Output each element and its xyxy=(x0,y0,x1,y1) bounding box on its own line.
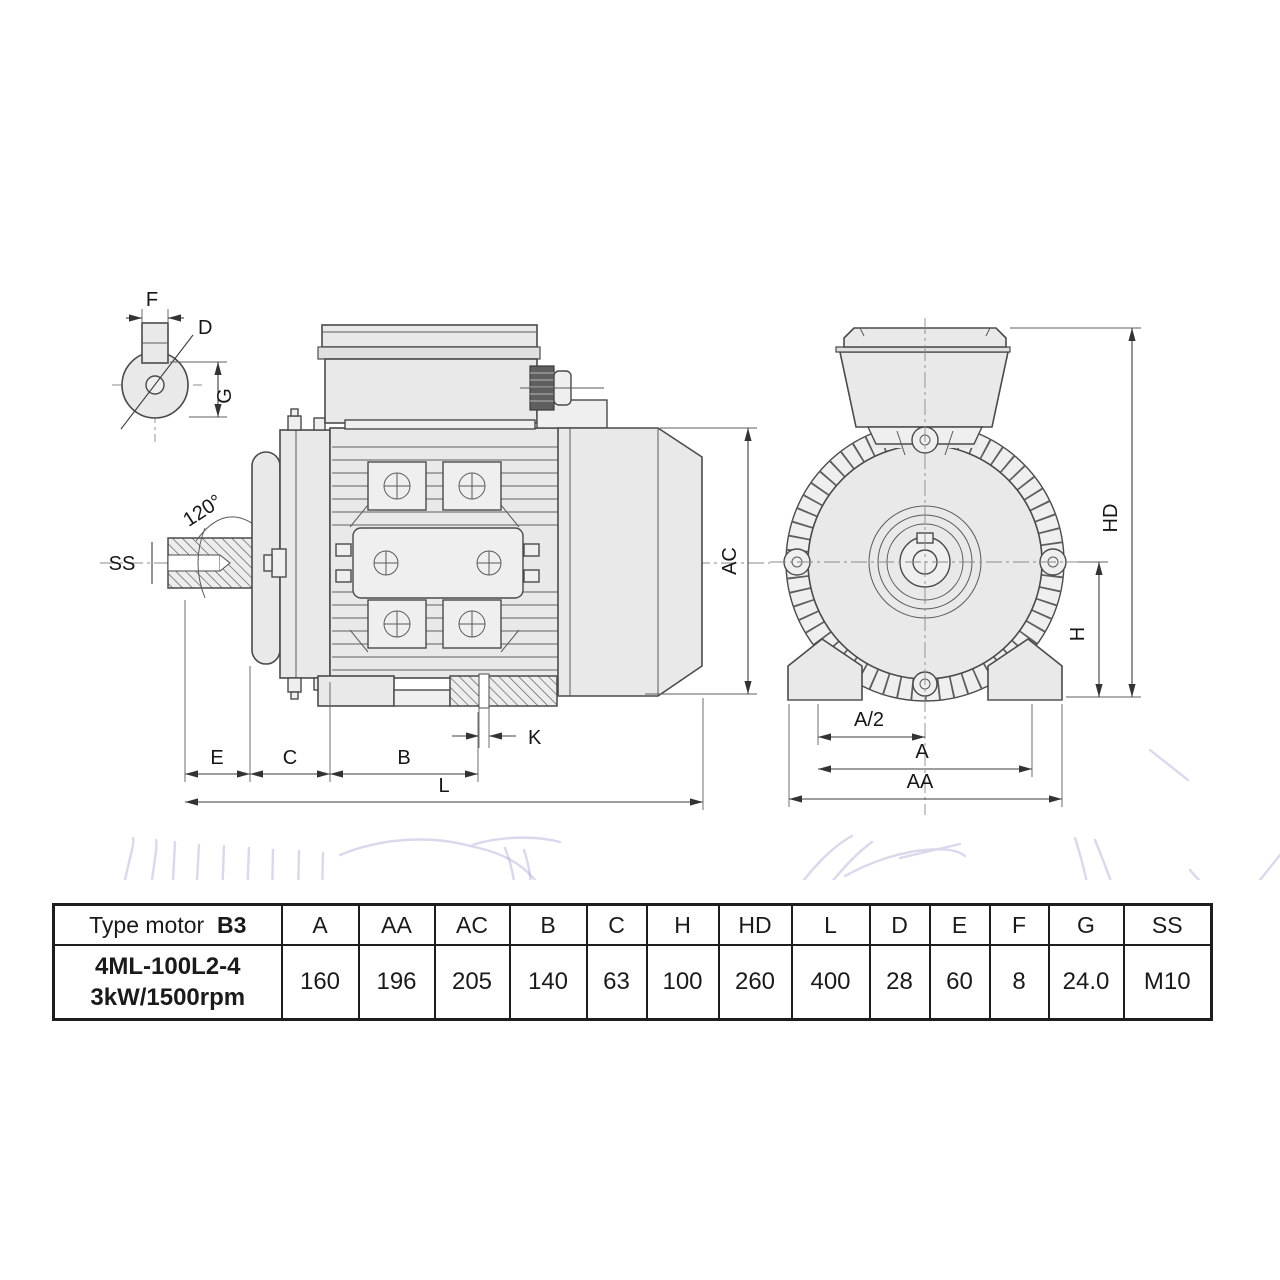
dim-label-e: E xyxy=(210,747,223,769)
dim-label-h: H xyxy=(1067,627,1089,641)
header-E: E xyxy=(928,903,991,946)
top-mounting-pads xyxy=(349,461,520,528)
dim-label-a-half: A/2 xyxy=(854,709,884,731)
header-HD: HD xyxy=(717,903,793,946)
dim-label-b: B xyxy=(397,747,410,769)
value-SS: M10 xyxy=(1122,944,1213,1021)
watermark-sketch xyxy=(123,748,1280,880)
value-E: 60 xyxy=(928,944,991,1021)
nameplate xyxy=(335,527,540,599)
value-D: 28 xyxy=(868,944,931,1021)
dim-label-aa: AA xyxy=(907,771,934,793)
dim-label-ac: AC xyxy=(719,547,741,575)
header-AC: AC xyxy=(433,903,511,946)
cable-gland xyxy=(520,365,604,411)
table-header-row: Type motor B3 A AA AC B C H HD L D E F G… xyxy=(52,903,1213,946)
value-F: 8 xyxy=(988,944,1050,1021)
value-H: 100 xyxy=(645,944,720,1021)
dim-label-hd: HD xyxy=(1100,504,1122,533)
value-L: 400 xyxy=(790,944,871,1021)
header-SS: SS xyxy=(1122,903,1213,946)
dim-label-g: G xyxy=(214,388,236,404)
feet-front xyxy=(787,638,1063,701)
value-AC: 205 xyxy=(433,944,511,1021)
dim-label-a: A xyxy=(915,741,929,763)
header-F: F xyxy=(988,903,1050,946)
motor-front-view: HD H A/2 A AA xyxy=(770,318,1141,815)
terminal-box-front xyxy=(835,327,1011,456)
motor-side-view: SS 120° xyxy=(100,324,770,810)
header-AA: AA xyxy=(357,903,436,946)
dim-label-d: D xyxy=(198,317,212,339)
header-C: C xyxy=(585,903,648,946)
fan-cover xyxy=(557,427,703,697)
value-C: 63 xyxy=(585,944,648,1021)
motor-model: 4ML-100L2-4 xyxy=(95,952,241,980)
motor-power-speed: 3kW/1500rpm xyxy=(90,984,246,1011)
value-AA: 196 xyxy=(357,944,436,1021)
header-type-motor: Type motor B3 xyxy=(52,903,283,946)
header-H: H xyxy=(645,903,720,946)
motor-model-cell: 4ML-100L2-4 3kW/1500rpm xyxy=(52,944,283,1021)
dim-label-l: L xyxy=(438,775,449,797)
header-D: D xyxy=(868,903,931,946)
d-diameter-line xyxy=(120,334,194,430)
dim-label-f: F xyxy=(146,289,158,311)
value-A: 160 xyxy=(280,944,360,1021)
dim-label-c: C xyxy=(283,747,297,769)
header-G: G xyxy=(1047,903,1125,946)
dim-label-ss: SS xyxy=(109,553,136,575)
table-value-row: 4ML-100L2-4 3kW/1500rpm 160 196 205 140 … xyxy=(52,944,1213,1021)
dim-label-angle: 120° xyxy=(179,490,226,531)
feet-side xyxy=(317,673,558,709)
header-A: A xyxy=(280,903,360,946)
header-B: B xyxy=(508,903,588,946)
value-HD: 260 xyxy=(717,944,793,1021)
dim-label-k: K xyxy=(528,727,542,749)
terminal-box-side xyxy=(317,324,608,430)
spec-table: Type motor B3 A AA AC B C H HD L D E F G… xyxy=(52,903,1213,1021)
header-L: L xyxy=(790,903,871,946)
value-G: 24.0 xyxy=(1047,944,1125,1021)
shaft-end-view: F D G xyxy=(112,289,236,442)
bottom-mounting-pads xyxy=(349,599,520,653)
spec-table-wrap: Type motor B3 A AA AC B C H HD L D E F G… xyxy=(52,903,1213,1021)
motor-drawing: F D G SS 120° xyxy=(100,289,1280,880)
shaft-section xyxy=(167,527,281,599)
value-B: 140 xyxy=(508,944,588,1021)
